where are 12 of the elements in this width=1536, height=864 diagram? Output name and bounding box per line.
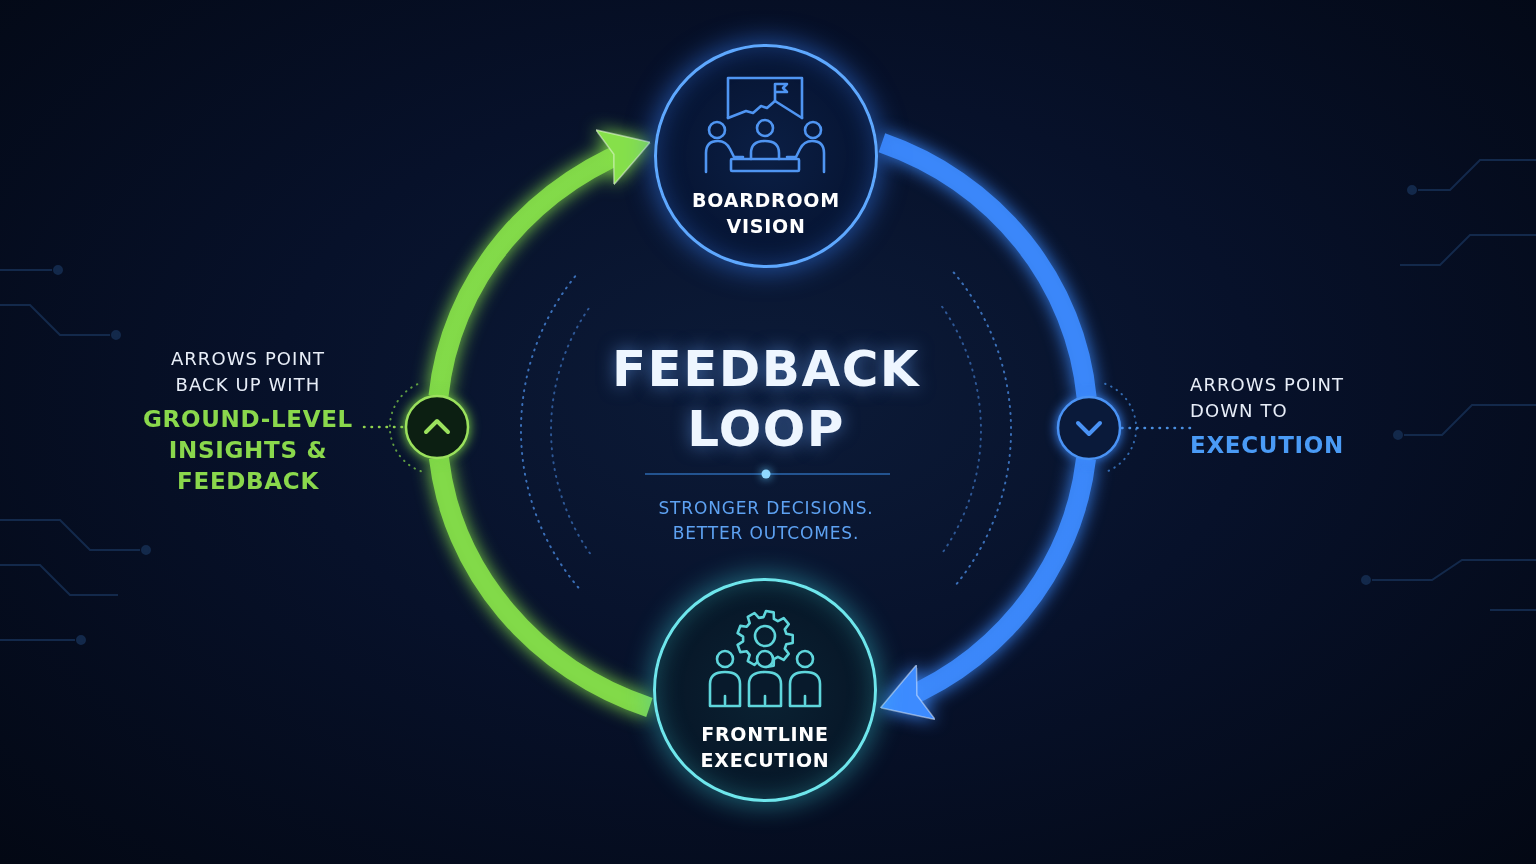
chevron-up-icon: [404, 394, 470, 460]
node-label: FRONTLINE EXECUTION: [699, 722, 831, 773]
highlight-text: GROUND-LEVEL INSIGHTS & FEEDBACK: [142, 405, 354, 496]
curved-arrow: [428, 132, 654, 398]
diagram-title: FEEDBACK LOOP: [610, 339, 922, 459]
node-label: BOARDROOM VISION: [691, 188, 841, 239]
chevron-down-icon: [1056, 395, 1122, 461]
leader-line: [1118, 426, 1192, 430]
annotation-text: ARROWS POINT BACK UP WITH: [169, 347, 327, 397]
highlight-text: EXECUTION: [1190, 431, 1344, 460]
tagline-text: STRONGER DECISIONS. BETTER OUTCOMES.: [657, 497, 875, 545]
annotation-text: ARROWS POINT DOWN TO: [1190, 373, 1346, 423]
